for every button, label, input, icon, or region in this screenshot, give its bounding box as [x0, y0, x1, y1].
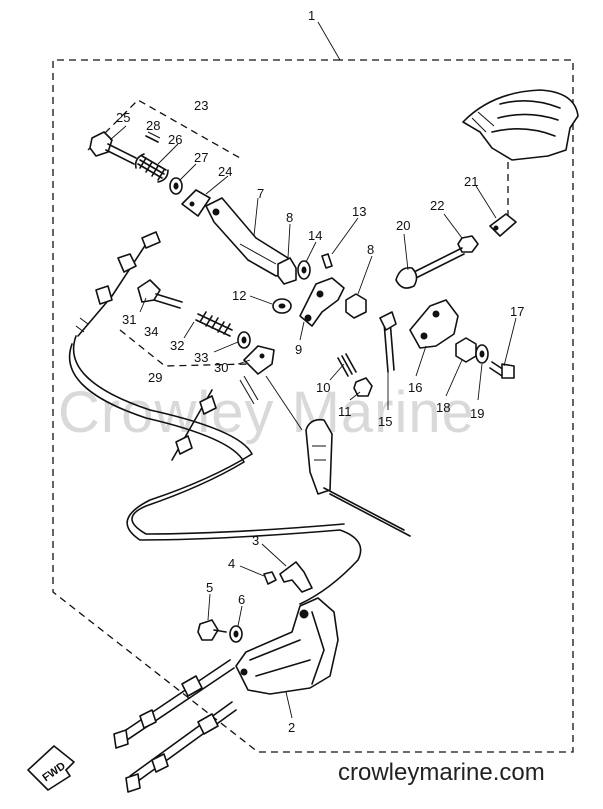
website-text: crowleymarine.com [338, 759, 545, 786]
bushing-8-upper [277, 257, 297, 285]
nut-11 [353, 377, 373, 397]
callout-6: 6 [238, 592, 245, 607]
callout-8-lower: 8 [367, 242, 374, 257]
bolt-4 [263, 571, 277, 585]
callout-18: 18 [436, 400, 450, 415]
lower-housing-part [462, 89, 579, 161]
shift-cable [68, 335, 362, 605]
callout-11: 11 [338, 404, 352, 419]
rod-15 [379, 311, 397, 373]
washer-33 [237, 331, 251, 349]
callout-34: 34 [144, 324, 158, 339]
clevis-21 [489, 213, 517, 237]
bushing-8-lower [345, 293, 367, 319]
washer-14 [297, 260, 311, 280]
lever-dash [265, 375, 303, 431]
callout-29: 29 [148, 370, 162, 385]
rod-20 [395, 247, 465, 289]
callout-19: 19 [470, 406, 484, 421]
callout-25: 25 [116, 110, 130, 125]
callout-21: 21 [464, 174, 478, 189]
callout-14: 14 [308, 228, 322, 243]
callout-12: 12 [232, 288, 246, 303]
pin-13 [321, 253, 333, 269]
callout-5: 5 [206, 580, 213, 595]
cable-middle-fittings [171, 375, 259, 461]
callout-10: 10 [316, 380, 330, 395]
washer-6 [229, 625, 243, 643]
forward-arrow-icon: FWD [27, 745, 75, 791]
bracket-16 [409, 299, 459, 349]
group-29-bracket [119, 329, 249, 367]
washer-19 [475, 344, 489, 364]
callout-3: 3 [252, 533, 259, 548]
leader-1 [317, 21, 341, 61]
link-9 [299, 277, 345, 327]
spring-26 [134, 153, 169, 183]
callout-leaders [109, 125, 517, 719]
callout-8-upper: 8 [286, 210, 293, 225]
callout-17: 17 [510, 304, 524, 319]
lower-cables [113, 659, 237, 793]
washer-27 [169, 177, 183, 195]
callout-labels: 1 2 3 4 5 6 7 8 8 9 10 11 12 13 14 15 16… [116, 8, 524, 735]
callout-22: 22 [430, 198, 444, 213]
callout-30: 30 [214, 360, 228, 375]
callout-15: 15 [378, 414, 392, 429]
callout-9: 9 [295, 342, 302, 357]
callout-27: 27 [194, 150, 208, 165]
nut-22 [457, 235, 479, 253]
bolt-25 [89, 131, 137, 165]
shift-handle-lever [305, 418, 411, 537]
callout-33: 33 [194, 350, 208, 365]
callout-28: 28 [146, 118, 160, 133]
callout-23: 23 [194, 98, 208, 113]
bolt-5 [197, 619, 227, 641]
callout-20: 20 [396, 218, 410, 233]
callout-2: 2 [288, 720, 295, 735]
group-23-bracket [87, 99, 241, 159]
spring-10 [337, 353, 357, 377]
bolt-17 [489, 361, 515, 379]
watermark-text: Crowley Marine [58, 380, 475, 445]
clevis-24 [181, 189, 211, 217]
callout-26: 26 [168, 132, 182, 147]
callout-4: 4 [228, 556, 235, 571]
callout-7: 7 [257, 186, 264, 201]
callout-1: 1 [308, 8, 315, 23]
callout-24: 24 [218, 164, 232, 179]
cable-bracket-2 [235, 597, 339, 695]
callout-13: 13 [352, 204, 366, 219]
bracket-3 [279, 561, 313, 593]
clevis-30 [243, 345, 275, 375]
pin-28 [145, 131, 161, 143]
callout-31: 31 [122, 312, 136, 327]
callout-16: 16 [408, 380, 422, 395]
spring-32 [195, 311, 233, 337]
cable-end-upper [75, 231, 161, 337]
callout-32: 32 [170, 338, 184, 353]
bolt-31 [137, 279, 183, 309]
bushing-12 [272, 298, 292, 314]
collar-18 [455, 337, 477, 363]
